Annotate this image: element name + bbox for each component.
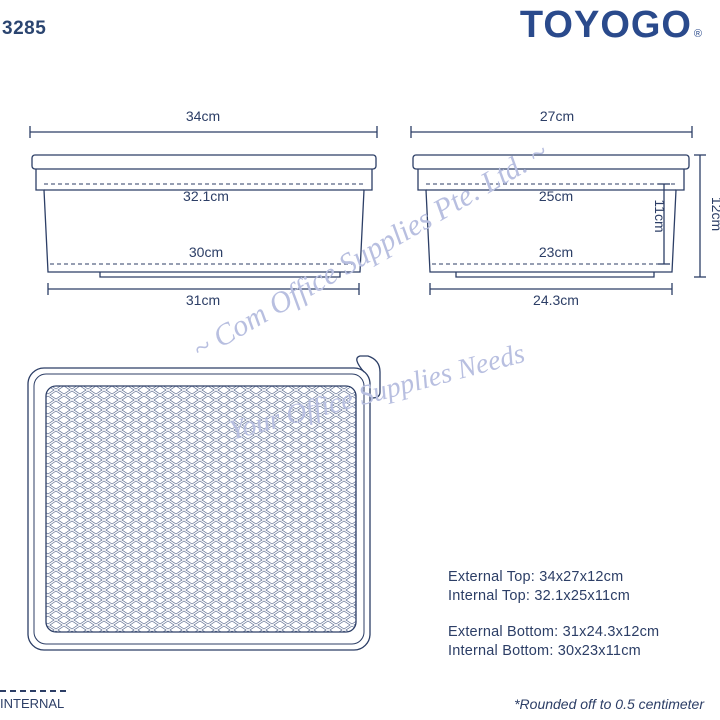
label-external-top-short: 27cm <box>540 108 574 124</box>
side-view-long <box>29 126 378 295</box>
rounding-note: *Rounded off to 0.5 centimeter <box>514 696 704 712</box>
body-outline-long <box>35 169 373 273</box>
base-outline-short <box>455 272 655 278</box>
lid-outline-long <box>31 154 377 170</box>
spec-external-top: External Top: 34x27x12cm <box>448 569 624 585</box>
label-internal-bottom-short: 23cm <box>539 244 573 260</box>
label-external-bottom-long: 31cm <box>186 292 220 308</box>
label-internal-bottom-long: 30cm <box>189 244 223 260</box>
label-external-height: 12cm <box>709 197 720 231</box>
base-outline-long <box>99 272 341 278</box>
spec-internal-bottom: Internal Bottom: 30x23x11cm <box>448 643 641 659</box>
label-internal-top-short: 25cm <box>539 188 573 204</box>
lid-outline-short <box>412 154 690 170</box>
legend-internal-label: INTERNAL <box>0 696 65 711</box>
registered-mark: ® <box>693 28 702 40</box>
svg-text:~ Com Office Supplies Pte. Ltd: ~ Com Office Supplies Pte. Ltd. ~ <box>187 135 553 366</box>
top-view <box>27 355 381 651</box>
label-external-top-long: 34cm <box>186 108 220 124</box>
legend-dash-line <box>0 690 66 692</box>
spec-internal-top: Internal Top: 32.1x25x11cm <box>448 588 630 604</box>
top-view-outer-rim <box>27 367 371 651</box>
model-code: 3285 <box>2 18 47 39</box>
label-internal-top-long: 32.1cm <box>183 188 229 204</box>
side-view-short <box>410 126 706 295</box>
spec-external-bottom: External Bottom: 31x24.3x12cm <box>448 624 660 640</box>
body-outline-short <box>417 169 685 273</box>
brand-logo: TOYOGO <box>519 4 692 46</box>
top-view-handle-tab <box>356 355 381 399</box>
label-external-bottom-short: 24.3cm <box>533 292 579 308</box>
top-view-mesh-floor <box>45 385 357 633</box>
label-internal-height: 11cm <box>652 199 668 232</box>
